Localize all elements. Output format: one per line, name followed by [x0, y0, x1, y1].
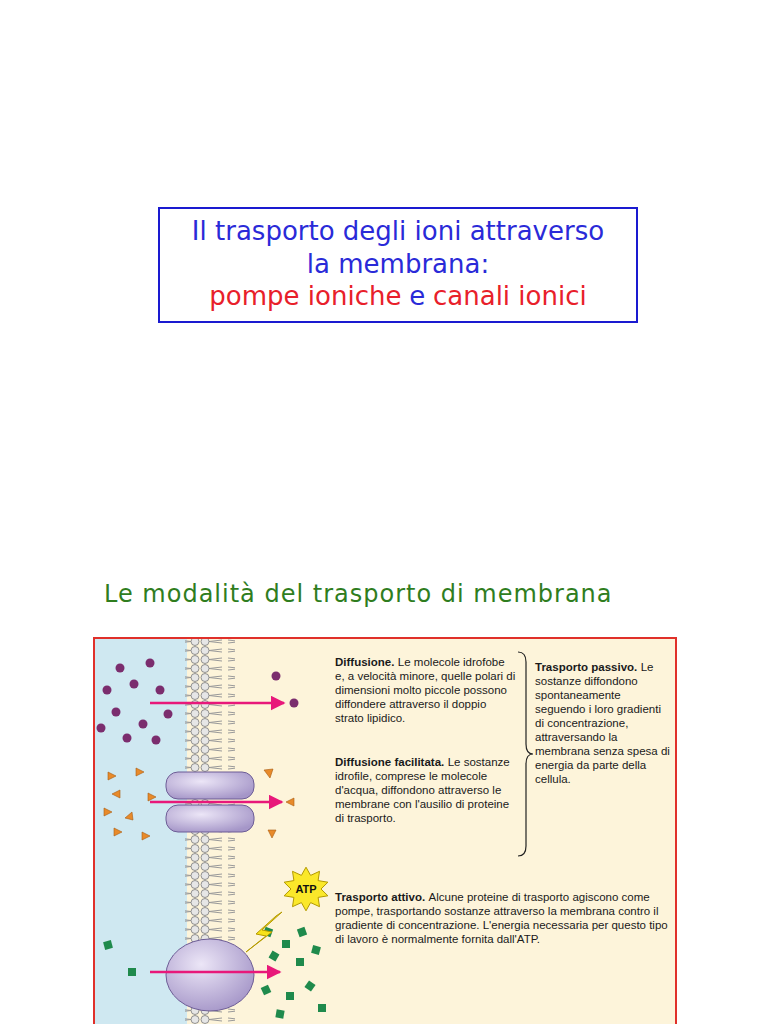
purple-molecules — [97, 659, 299, 745]
energy-bolt — [246, 912, 282, 952]
active-arrow — [150, 971, 280, 974]
term-description: Le sostanze diffondono spontaneamente se… — [535, 661, 670, 785]
title-text: Il trasporto degli ioni attraverso la me… — [188, 215, 608, 280]
term-heading: Diffusione. — [335, 656, 394, 668]
description-block: Diffusione facilitata.Le sostanze idrofi… — [335, 755, 517, 825]
diffusion-arrow — [150, 702, 284, 705]
title-part: pompe ioniche — [209, 281, 401, 311]
slide-heading: Le modalità del trasporto di membrana — [104, 580, 613, 608]
description-block: Trasporto attivo.Alcune proteine di tras… — [335, 890, 670, 946]
orange-molecules — [104, 768, 294, 840]
atp-label: ATP — [282, 866, 330, 912]
term-heading: Diffusione facilitata. — [335, 756, 444, 768]
brace — [518, 652, 533, 856]
figure-frame — [94, 638, 676, 1024]
green-molecules — [103, 927, 326, 1019]
description-block: Trasporto passivo.Le sostanze diffondono… — [535, 660, 673, 786]
title-part: e — [409, 281, 425, 311]
facilitated-arrow — [150, 801, 282, 804]
title-row: pompe ioniche e canali ionici — [174, 280, 622, 313]
title-box: Il trasporto degli ioni attraverso la me… — [158, 207, 638, 323]
term-heading: Trasporto attivo. — [335, 891, 425, 903]
atp-star: ATP — [282, 866, 330, 912]
description-block: Diffusione.Le molecole idrofobe e, a vel… — [335, 655, 517, 725]
title-part: canali ionici — [433, 281, 587, 311]
term-heading: Trasporto passivo. — [535, 661, 637, 673]
pump-protein — [166, 939, 254, 1011]
